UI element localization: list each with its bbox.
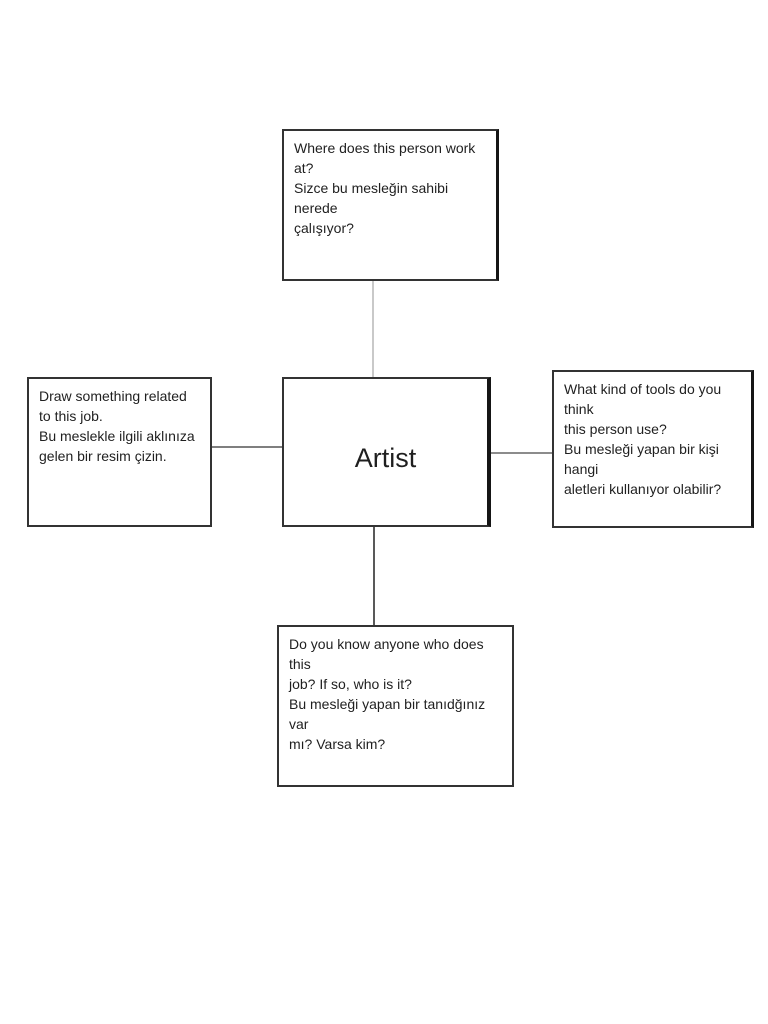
- connector-left-line: [211, 446, 282, 448]
- node-workplace-question: Where does this person work at? Sizce bu…: [282, 129, 499, 281]
- drawing-prompt-en: Draw something related to this job.: [39, 388, 187, 424]
- drawing-prompt-tr: Bu meslekle ilgili aklınıza gelen bir re…: [39, 428, 195, 464]
- node-tools-question: What kind of tools do you think this per…: [552, 370, 754, 528]
- connector-top-line: [372, 281, 374, 377]
- tools-question-tr: Bu mesleği yapan bir kişi hangi aletleri…: [564, 441, 722, 497]
- connector-bottom-line: [373, 527, 375, 625]
- node-center-topic: Artist: [282, 377, 491, 527]
- acquaintance-question-en: Do you know anyone who does this job? If…: [289, 636, 484, 692]
- workplace-question-tr: Sizce bu mesleğin sahibi nerede çalışıyo…: [294, 180, 449, 236]
- tools-question-en: What kind of tools do you think this per…: [564, 381, 722, 437]
- workplace-question-en: Where does this person work at?: [294, 140, 476, 176]
- connector-right-line: [491, 452, 552, 454]
- acquaintance-question-tr: Bu mesleği yapan bir tanıdğınız var mı? …: [289, 696, 486, 752]
- node-acquaintance-question: Do you know anyone who does this job? If…: [277, 625, 514, 787]
- center-topic-label: Artist: [354, 442, 417, 473]
- node-drawing-prompt: Draw something related to this job. Bu m…: [27, 377, 212, 527]
